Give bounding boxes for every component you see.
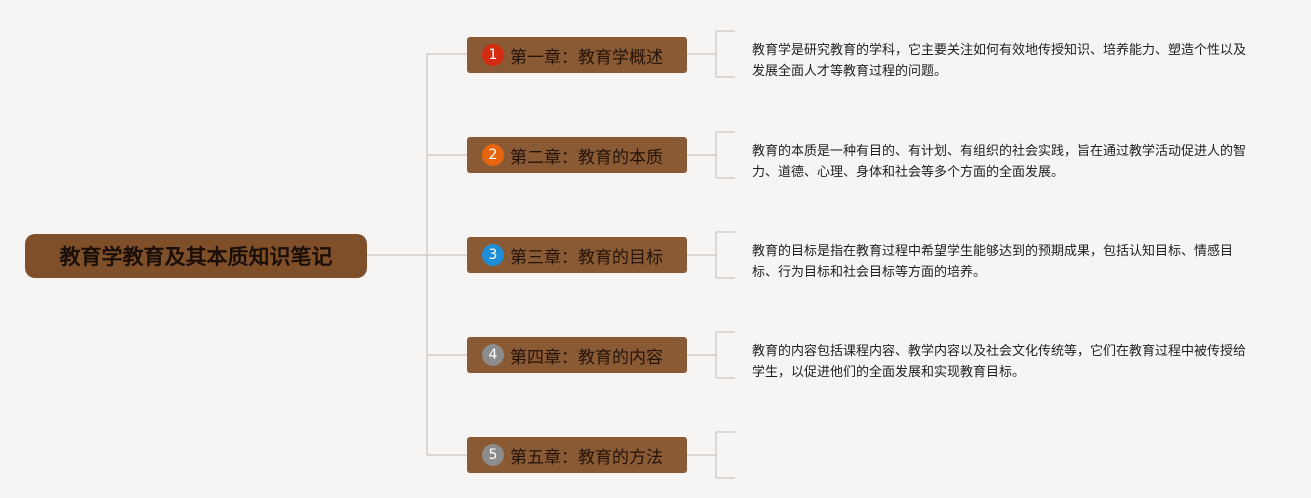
chapter-node-2[interactable]: 2 第二章：教育的本质 — [467, 137, 687, 173]
chapter-description-3: 教育的目标是指在教育过程中希望学生能够达到的预期成果，包括认知目标、情感目标、行… — [752, 244, 1234, 280]
chapter-node-4[interactable]: 4 第四章：教育的内容 — [467, 337, 687, 373]
bracket-5 — [687, 431, 735, 479]
bracket-4 — [687, 331, 735, 379]
chapter-title: 第五章：教育的方法 — [510, 447, 663, 468]
bracket-2 — [687, 131, 735, 179]
root-title: 教育学教育及其本质知识笔记 — [59, 245, 333, 269]
chapter-node-1[interactable]: 1 第一章：教育学概述 — [467, 37, 687, 73]
bracket-3 — [687, 231, 735, 279]
chapter-number-badge: 3 — [482, 244, 504, 266]
root-node[interactable]: 教育学教育及其本质知识笔记 — [25, 234, 367, 278]
chapter-number-badge: 2 — [482, 144, 504, 166]
chapter-title: 第二章：教育的本质 — [510, 147, 663, 168]
chapter-node-5[interactable]: 5 第五章：教育的方法 — [467, 437, 687, 473]
chapter-title: 第三章：教育的目标 — [510, 247, 663, 268]
chapter-description-4: 教育的内容包括课程内容、教学内容以及社会文化传统等，它们在教育过程中被传授给学生… — [752, 344, 1247, 380]
chapter-number-badge: 4 — [482, 344, 504, 366]
chapter-description-1: 教育学是研究教育的学科，它主要关注如何有效地传授知识、培养能力、塑造个性以及发展… — [752, 43, 1247, 79]
bracket-1 — [687, 30, 735, 78]
chapter-number-badge: 5 — [482, 444, 504, 466]
chapter-description-2: 教育的本质是一种有目的、有计划、有组织的社会实践，旨在通过教学活动促进人的智力、… — [752, 144, 1247, 180]
chapter-title: 第一章：教育学概述 — [510, 47, 663, 68]
chapter-node-3[interactable]: 3 第三章：教育的目标 — [467, 237, 687, 273]
chapter-title: 第四章：教育的内容 — [510, 347, 663, 368]
chapter-number-badge: 1 — [482, 44, 504, 66]
